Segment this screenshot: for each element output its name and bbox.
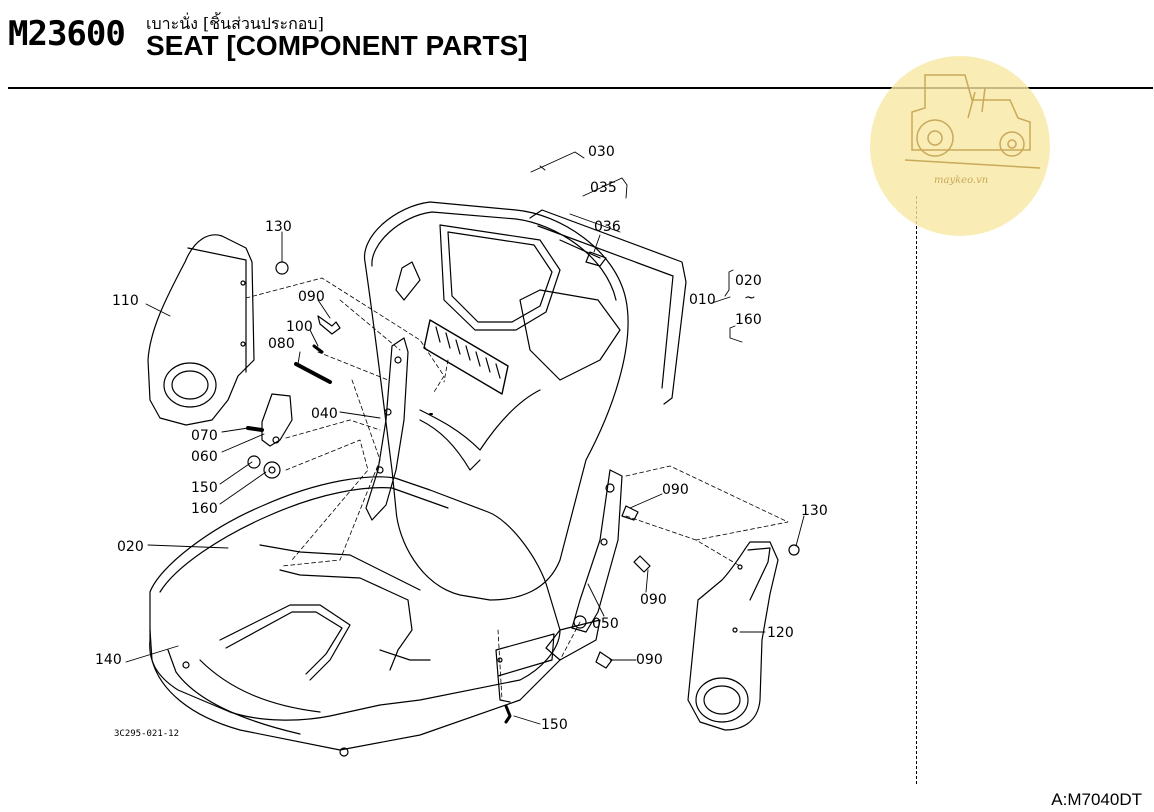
assembly-lines [245,277,789,701]
callout-090-bottom: 090 [636,652,663,668]
right-armrest [687,541,779,731]
callout-020-range: 020 [735,273,762,289]
bolt-150-left [247,455,261,469]
callout-150-left: 150 [191,480,218,496]
callout-070: 070 [191,428,218,444]
tractor-icon [904,74,1041,169]
nut-130-left [275,261,289,275]
callout-110: 110 [112,293,139,309]
callout-120: 120 [767,625,794,641]
callout-130-right: 130 [801,503,828,519]
bolt-100 [312,344,324,354]
kubota-logo [423,319,509,395]
title-english: SEAT [COMPONENT PARTS] [146,30,528,61]
bolt-070 [246,426,264,432]
callout-160: 160 [191,501,218,517]
seat-backrest [364,201,629,601]
callout-050: 050 [592,616,619,632]
hardware-left [246,261,341,479]
right-bracket [545,469,623,661]
callout-140: 140 [95,652,122,668]
callout-090-right-mid: 090 [640,592,667,608]
hardware-right [504,251,800,724]
bolt-150-bottom [504,704,512,724]
callout-090-top: 090 [298,289,325,305]
callout-040: 040 [311,406,338,422]
callout-080: 080 [268,336,295,352]
callout-150-bottom: 150 [541,717,568,733]
bolt-090-left [317,315,341,335]
header-rule [8,87,1153,89]
plate-060 [261,393,293,447]
callout-130-left: 130 [265,219,292,235]
seat-cushion [149,476,561,757]
leader-lines [125,151,805,725]
left-armrest [147,234,255,426]
page-divider-dashed [916,196,917,784]
bolt-090-right-top [621,505,639,521]
lever-036 [585,251,607,267]
callout-100: 100 [286,319,313,335]
callout-030: 030 [588,144,615,160]
seat-rail [495,633,555,703]
seat-back-frame [529,209,687,405]
callout-060: 060 [191,449,218,465]
callout-020: 020 [117,539,144,555]
callout-range-tilde: ~ [744,290,756,306]
footer-model: A:M7040DT [1051,790,1142,809]
drawing-id: 3C295-021-12 [114,729,180,739]
callout-010: 010 [689,292,716,308]
title-thai: เบาะนั่ง [ชิ้นส่วนประกอบ] [146,14,324,33]
bolt-090-bottom [595,651,613,669]
callout-160-range: 160 [735,312,762,328]
bolt-090-right-mid [633,555,651,573]
bolt-080 [294,362,332,384]
page-code: M23600 [8,14,126,54]
watermark-text: maykeo.vn [934,175,988,186]
callout-035: 035 [590,180,617,196]
left-bracket [365,337,409,521]
callout-036: 036 [594,219,621,235]
watermark-logo: maykeo.vn [870,56,1050,236]
callout-090-right-top: 090 [662,482,689,498]
nut-130-right [788,544,800,556]
washer-160 [263,461,281,479]
callout-labels: 030 035 036 010 020 ~ 160 130 110 090 10… [95,144,828,733]
